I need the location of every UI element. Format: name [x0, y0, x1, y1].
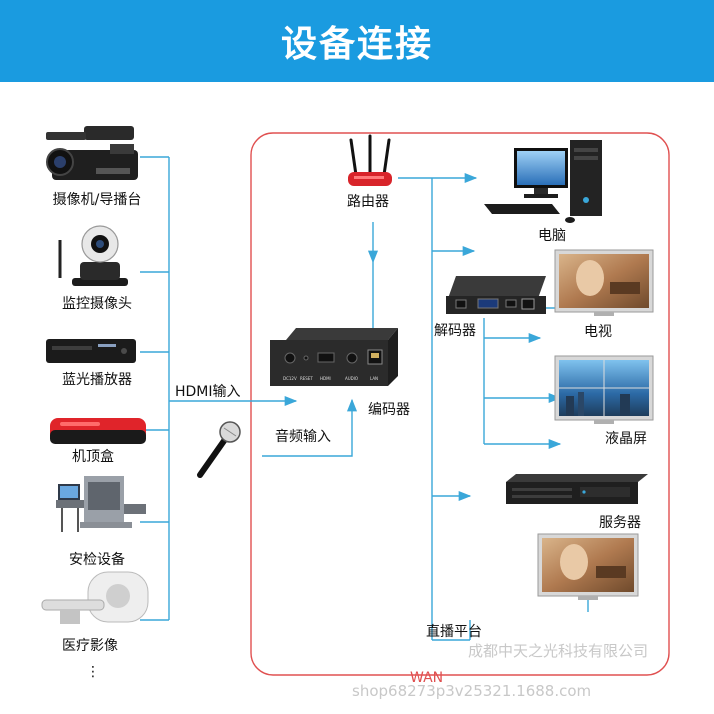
page-title: 设备连接: [280, 24, 433, 65]
router-icon: [348, 134, 392, 186]
decoder-label: 解码器: [434, 323, 476, 339]
router-label: 路由器: [347, 194, 389, 210]
lcd-screen-icon: [554, 355, 654, 424]
encoder-port-label: DC12V: [283, 376, 297, 381]
security-camera-icon: [58, 225, 128, 286]
encoder-device-icon: DC12V RESET HDMI AUDIO LAN: [270, 328, 398, 386]
wan-label: WAN: [410, 670, 443, 686]
watermark-company: 成都中天之光科技有限公司: [468, 642, 648, 660]
more-sources-ellipsis: ⋮: [86, 664, 100, 680]
server-icon: [506, 474, 648, 504]
bluray-player-icon: [46, 339, 136, 363]
source-label: 摄像机/导播台: [53, 192, 142, 208]
computer-icon: [484, 140, 602, 223]
source-label: 机顶盒: [72, 448, 114, 465]
wan-boundary: [250, 132, 670, 676]
source-label: 医疗影像: [62, 638, 118, 654]
source-label: 安检设备: [69, 551, 125, 568]
monitor-icon: [537, 533, 639, 600]
decoder-device-icon: [446, 276, 546, 314]
header-banner: 设备连接: [0, 0, 714, 82]
encoder-port-label: AUDIO: [345, 376, 358, 381]
watermark-shop: shop68273p3v25321.1688.com: [352, 682, 591, 700]
server-label: 服务器: [599, 515, 641, 531]
connector-lines: [140, 156, 589, 641]
audio-input-label: 音频输入: [275, 428, 331, 445]
microphone-icon: [197, 421, 241, 478]
source-label: 监控摄像头: [62, 296, 132, 312]
live-platform-label: 直播平台: [426, 623, 482, 640]
encoder-port-label: RESET: [300, 376, 313, 381]
encoder-port-label: HDMI: [320, 376, 331, 381]
encoder-port-label: LAN: [370, 376, 378, 381]
hdmi-input-label: HDMI输入: [175, 384, 241, 400]
tv-label: 电视: [584, 324, 612, 340]
computer-label: 电脑: [538, 228, 566, 244]
source-label: 蓝光播放器: [62, 372, 132, 388]
set-top-box-icon: [50, 418, 146, 444]
ct-scanner-icon: [41, 571, 149, 624]
lcd-label: 液晶屏: [605, 431, 647, 447]
security-scanner-icon: [56, 476, 146, 532]
tv-icon: [554, 249, 654, 316]
encoder-label: 编码器: [368, 402, 410, 418]
camcorder-icon: [46, 126, 138, 180]
